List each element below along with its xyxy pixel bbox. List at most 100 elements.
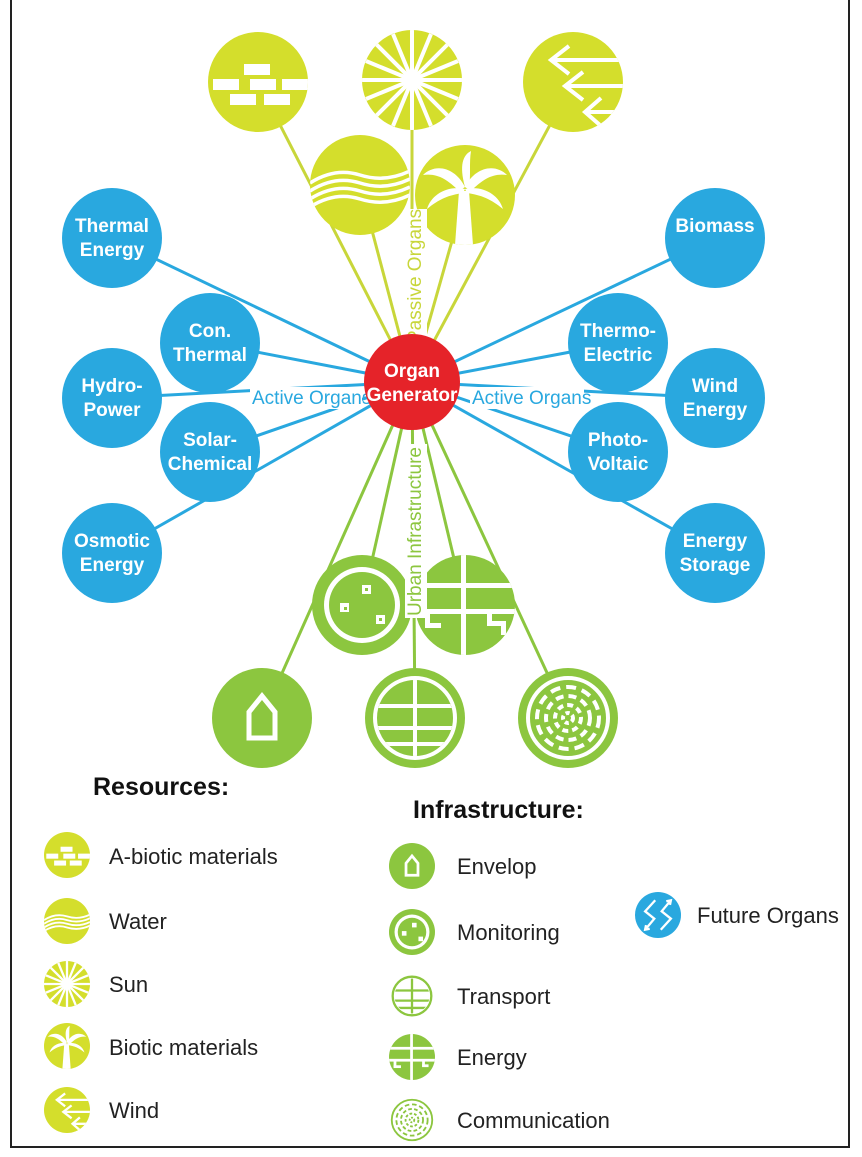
- house-icon: [246, 692, 278, 741]
- connector-line: [256, 81, 414, 383]
- legend-label: Monitoring: [457, 920, 560, 945]
- legend-label: Communication: [457, 1108, 610, 1133]
- legend-infrastructure-heading: Infrastructure:: [413, 796, 584, 824]
- svg-text:Photo-: Photo-: [588, 430, 648, 451]
- svg-text:Biomass: Biomass: [675, 216, 754, 237]
- passive-node-sun: [362, 30, 462, 130]
- legend-item-future-organs: Future Organs: [635, 892, 839, 938]
- active-node-biomass: Biomass: [665, 188, 765, 288]
- legend-label: Future Organs: [697, 903, 839, 928]
- svg-text:Osmotic: Osmotic: [74, 531, 150, 552]
- legend-label: Sun: [109, 972, 148, 997]
- svg-text:Thermal: Thermal: [75, 216, 149, 237]
- connector-line: [111, 380, 413, 555]
- svg-text:Con.: Con.: [189, 321, 231, 342]
- monitoring-icon: [394, 914, 430, 950]
- svg-text:Voltaic: Voltaic: [588, 454, 649, 475]
- wind-icon: [55, 1092, 91, 1132]
- active-node-thermal-energy: Thermal Energy: [62, 188, 162, 288]
- legend-label: Energy: [457, 1045, 527, 1070]
- svg-text:Passive Organs: Passive Organs: [405, 209, 426, 343]
- legend-item-communication: Communication: [390, 1098, 610, 1142]
- svg-text:Electric: Electric: [584, 345, 653, 366]
- globe-grid-icon: [394, 978, 430, 1014]
- connector-line: [260, 381, 414, 719]
- legend-item-water: Water: [43, 898, 167, 944]
- svg-text:Energy: Energy: [80, 240, 145, 261]
- legend-label: Transport: [457, 984, 550, 1009]
- active-node-con-thermal: Con. Thermal: [160, 293, 260, 393]
- legend-label: Water: [109, 909, 167, 934]
- svg-text:Active Organs: Active Organs: [252, 388, 371, 409]
- legend-label: Wind: [109, 1098, 159, 1123]
- active-node-energy-storage: Energy Storage: [665, 503, 765, 603]
- axis-label-active-right: Active Organs: [470, 387, 591, 409]
- active-node-solar-chemical: Solar- Chemical: [160, 402, 260, 502]
- svg-text:Chemical: Chemical: [168, 454, 252, 475]
- connector-line: [111, 236, 413, 384]
- future-arrows-icon: [643, 898, 673, 932]
- svg-text:Solar-: Solar-: [183, 430, 237, 451]
- axis-label-passive: Passive Organs: [405, 209, 427, 345]
- svg-text:Thermo-: Thermo-: [580, 321, 656, 342]
- connector-line: [411, 380, 716, 555]
- active-node-photo-voltaic: Photo- Voltaic: [568, 402, 668, 502]
- legend-item-sun: Sun: [43, 960, 148, 1008]
- legend-item-biotic: Biotic materials: [44, 1023, 258, 1069]
- legend-resources-heading: Resources:: [93, 773, 229, 801]
- monitoring-icon: [324, 567, 400, 643]
- passive-node-water: [310, 135, 410, 235]
- active-node-wind-energy: Wind Energy: [665, 348, 765, 448]
- infra-node-energy: [415, 555, 515, 655]
- infra-node-envelop: [212, 668, 312, 768]
- passive-node-biotic: [415, 145, 515, 245]
- radial-dashes-icon: [390, 1098, 434, 1142]
- svg-text:Hydro-: Hydro-: [81, 376, 142, 397]
- bricks-icon: [213, 64, 308, 105]
- energy-grid-icon: [389, 1034, 435, 1080]
- energy-grid-icon: [415, 555, 515, 655]
- axis-label-active-left: Active Organs: [250, 387, 371, 409]
- svg-text:Organ: Organ: [384, 361, 440, 382]
- svg-text:Active Organs: Active Organs: [472, 388, 591, 409]
- radial-dashes-icon: [526, 676, 610, 760]
- legend-label: Biotic materials: [109, 1035, 258, 1060]
- water-icon: [43, 913, 91, 932]
- axis-label-urban: Urban Infrastructure: [405, 444, 427, 618]
- legend-item-transport: Transport: [391, 975, 550, 1017]
- infra-node-monitoring: [312, 555, 412, 655]
- legend-item-monitoring: Monitoring: [389, 909, 560, 955]
- wind-icon: [547, 44, 623, 128]
- connector-line: [410, 381, 570, 719]
- svg-text:Generator: Generator: [367, 385, 458, 406]
- bricks-icon: [46, 846, 90, 866]
- svg-text:Urban Infrastructure: Urban Infrastructure: [405, 447, 426, 616]
- active-node-hydro-power: Hydro- Power: [62, 348, 162, 448]
- infra-node-communication: [518, 668, 618, 768]
- svg-text:Energy: Energy: [80, 555, 145, 576]
- svg-text:Energy: Energy: [683, 400, 748, 421]
- svg-text:Storage: Storage: [680, 555, 751, 576]
- passive-node-wind: [523, 32, 623, 132]
- palm-tree-icon: [47, 1025, 87, 1069]
- passive-node-abiotic: [208, 32, 308, 132]
- globe-grid-icon: [373, 676, 457, 760]
- house-icon: [404, 853, 420, 877]
- active-node-thermo-electric: Thermo- Electric: [568, 293, 668, 393]
- svg-text:Wind: Wind: [692, 376, 738, 397]
- water-icon: [310, 169, 410, 209]
- legend-item-envelop: Envelop: [389, 843, 537, 889]
- legend-item-abiotic: A-biotic materials: [44, 832, 278, 878]
- svg-text:Thermal: Thermal: [173, 345, 247, 366]
- sun-icon: [362, 30, 462, 130]
- active-node-osmotic-energy: Osmotic Energy: [62, 503, 162, 603]
- legend-item-energy: Energy: [389, 1034, 527, 1080]
- connector-line: [411, 236, 716, 384]
- svg-text:Energy: Energy: [683, 531, 748, 552]
- svg-text:Power: Power: [83, 400, 141, 421]
- legend-label: A-biotic materials: [109, 844, 278, 869]
- center-node-organ-generator: Organ Generator: [364, 334, 460, 430]
- legend-item-wind: Wind: [44, 1087, 159, 1133]
- palm-tree-icon: [423, 151, 507, 245]
